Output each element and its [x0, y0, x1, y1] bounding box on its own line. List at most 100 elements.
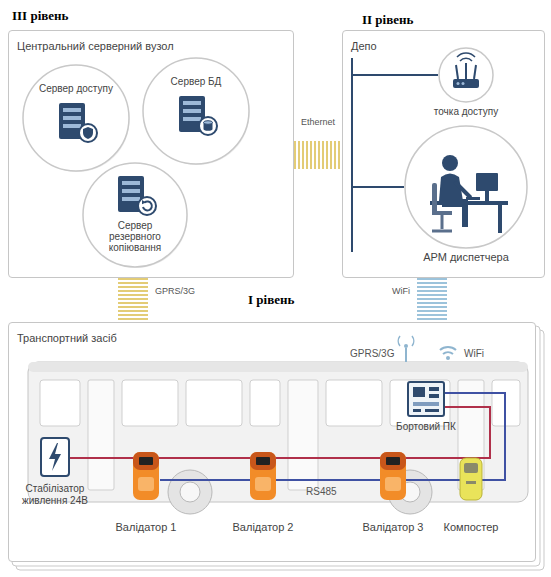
link-band — [417, 278, 447, 322]
level-label: III рівень — [12, 8, 68, 24]
icon — [379, 451, 407, 501]
circle-outline-part — [143, 58, 249, 164]
bus-drawing-part — [390, 380, 450, 426]
icon-part — [49, 443, 61, 471]
bus-drawing-part — [186, 380, 242, 426]
circle-outline-part — [83, 163, 187, 267]
icon-drawing — [438, 47, 494, 103]
label-box: GPRS/3G — [350, 348, 394, 359]
label-box: WiFi — [464, 348, 484, 359]
icon-part — [133, 452, 159, 500]
node-text: Валідатор 3 — [363, 521, 424, 534]
icon-part — [380, 452, 406, 470]
node-text: Бортовий ПК — [396, 421, 456, 433]
icon-part — [380, 452, 406, 500]
icon-part — [83, 127, 93, 139]
antenna-icon-part — [405, 348, 407, 362]
antenna-icon — [398, 336, 414, 362]
label-box: I рівень — [248, 292, 294, 308]
ticket-punch: Компостер — [444, 457, 499, 534]
icon-drawing — [379, 451, 407, 501]
bus-drawing-part — [326, 380, 382, 426]
bus-drawing-part — [168, 470, 212, 514]
icon-part — [122, 181, 140, 185]
icon-part — [122, 197, 140, 201]
icon-part — [439, 48, 493, 102]
icon-part — [462, 82, 465, 85]
icon-part — [465, 63, 467, 79]
label-box: RS485 — [306, 486, 337, 497]
icon-part — [256, 457, 270, 465]
icon-part — [474, 65, 476, 79]
icon-drawing — [40, 437, 70, 477]
icon-part — [430, 201, 508, 205]
rs485-wire — [160, 393, 505, 480]
icon-part — [63, 124, 81, 128]
icon-part — [133, 452, 159, 470]
icon-part — [413, 402, 439, 406]
icon-part — [204, 121, 213, 125]
icon-part — [485, 191, 489, 201]
rs485-wire — [277, 393, 505, 480]
vehicle-panel-stack-part — [8, 322, 536, 562]
node-text: Сервер доступу — [39, 83, 113, 94]
icon-part — [405, 126, 527, 248]
bus-drawing-part — [180, 482, 200, 502]
icon-part — [385, 477, 401, 491]
icon-drawing — [173, 93, 219, 137]
link-label-box: Ethernet — [299, 117, 337, 127]
icon-part — [122, 189, 140, 193]
icon-part — [456, 183, 470, 197]
link-label: WiFi — [390, 286, 412, 296]
icon-drawing — [112, 173, 158, 217]
icon-part — [476, 173, 498, 191]
icon-drawing — [404, 125, 528, 249]
node-text: Транспортний засіб — [17, 332, 117, 344]
label-box: III рівень — [12, 8, 68, 24]
bus-drawing-part — [28, 362, 528, 502]
level-label: I рівень — [248, 292, 294, 308]
icon-part — [432, 215, 452, 231]
bus-label: RS485 — [306, 486, 337, 497]
node-text: Валідатор 1 — [116, 521, 177, 534]
icon-part — [183, 101, 201, 105]
link-label-box: GPRS/3G — [153, 286, 197, 296]
icon-part — [63, 116, 81, 120]
icon-part — [199, 117, 217, 135]
icon-part — [386, 457, 400, 465]
validator: Валідатор 1 — [116, 451, 177, 534]
icon-part — [432, 183, 437, 215]
antenna-icon-part — [404, 344, 408, 348]
icon-part — [408, 382, 444, 416]
icon-part — [250, 452, 276, 470]
node-text: Центральний серверний вузол — [17, 40, 174, 52]
icon-part — [183, 117, 201, 121]
icon — [404, 125, 528, 249]
icon — [407, 381, 445, 417]
icon-part — [63, 108, 81, 112]
icon — [459, 457, 483, 501]
node-text: точка доступу — [434, 106, 498, 118]
level-label: II рівень — [362, 12, 413, 28]
bus-drawing-part — [288, 380, 318, 490]
icon-part — [466, 481, 476, 484]
server-circle: Сервер БД — [141, 56, 251, 166]
icon — [53, 100, 99, 144]
link-band — [294, 141, 342, 169]
access-point: точка доступу — [434, 47, 498, 118]
icon-part — [457, 53, 475, 61]
depot-panel: Депоточка доступуАРМ диспетчера — [342, 30, 545, 278]
bus-drawing-part — [40, 380, 80, 426]
signal-label: GPRS/3G — [350, 348, 394, 359]
icon-part — [79, 124, 97, 142]
server-circle: Сервер доступу — [21, 63, 131, 173]
icon-part — [413, 387, 425, 397]
node-text: Депо — [351, 40, 377, 52]
icon-part — [250, 452, 276, 500]
icon — [438, 47, 494, 103]
signal-label: WiFi — [464, 348, 484, 359]
icon — [112, 173, 158, 217]
link-label: GPRS/3G — [153, 286, 197, 296]
icon-part — [442, 155, 458, 171]
